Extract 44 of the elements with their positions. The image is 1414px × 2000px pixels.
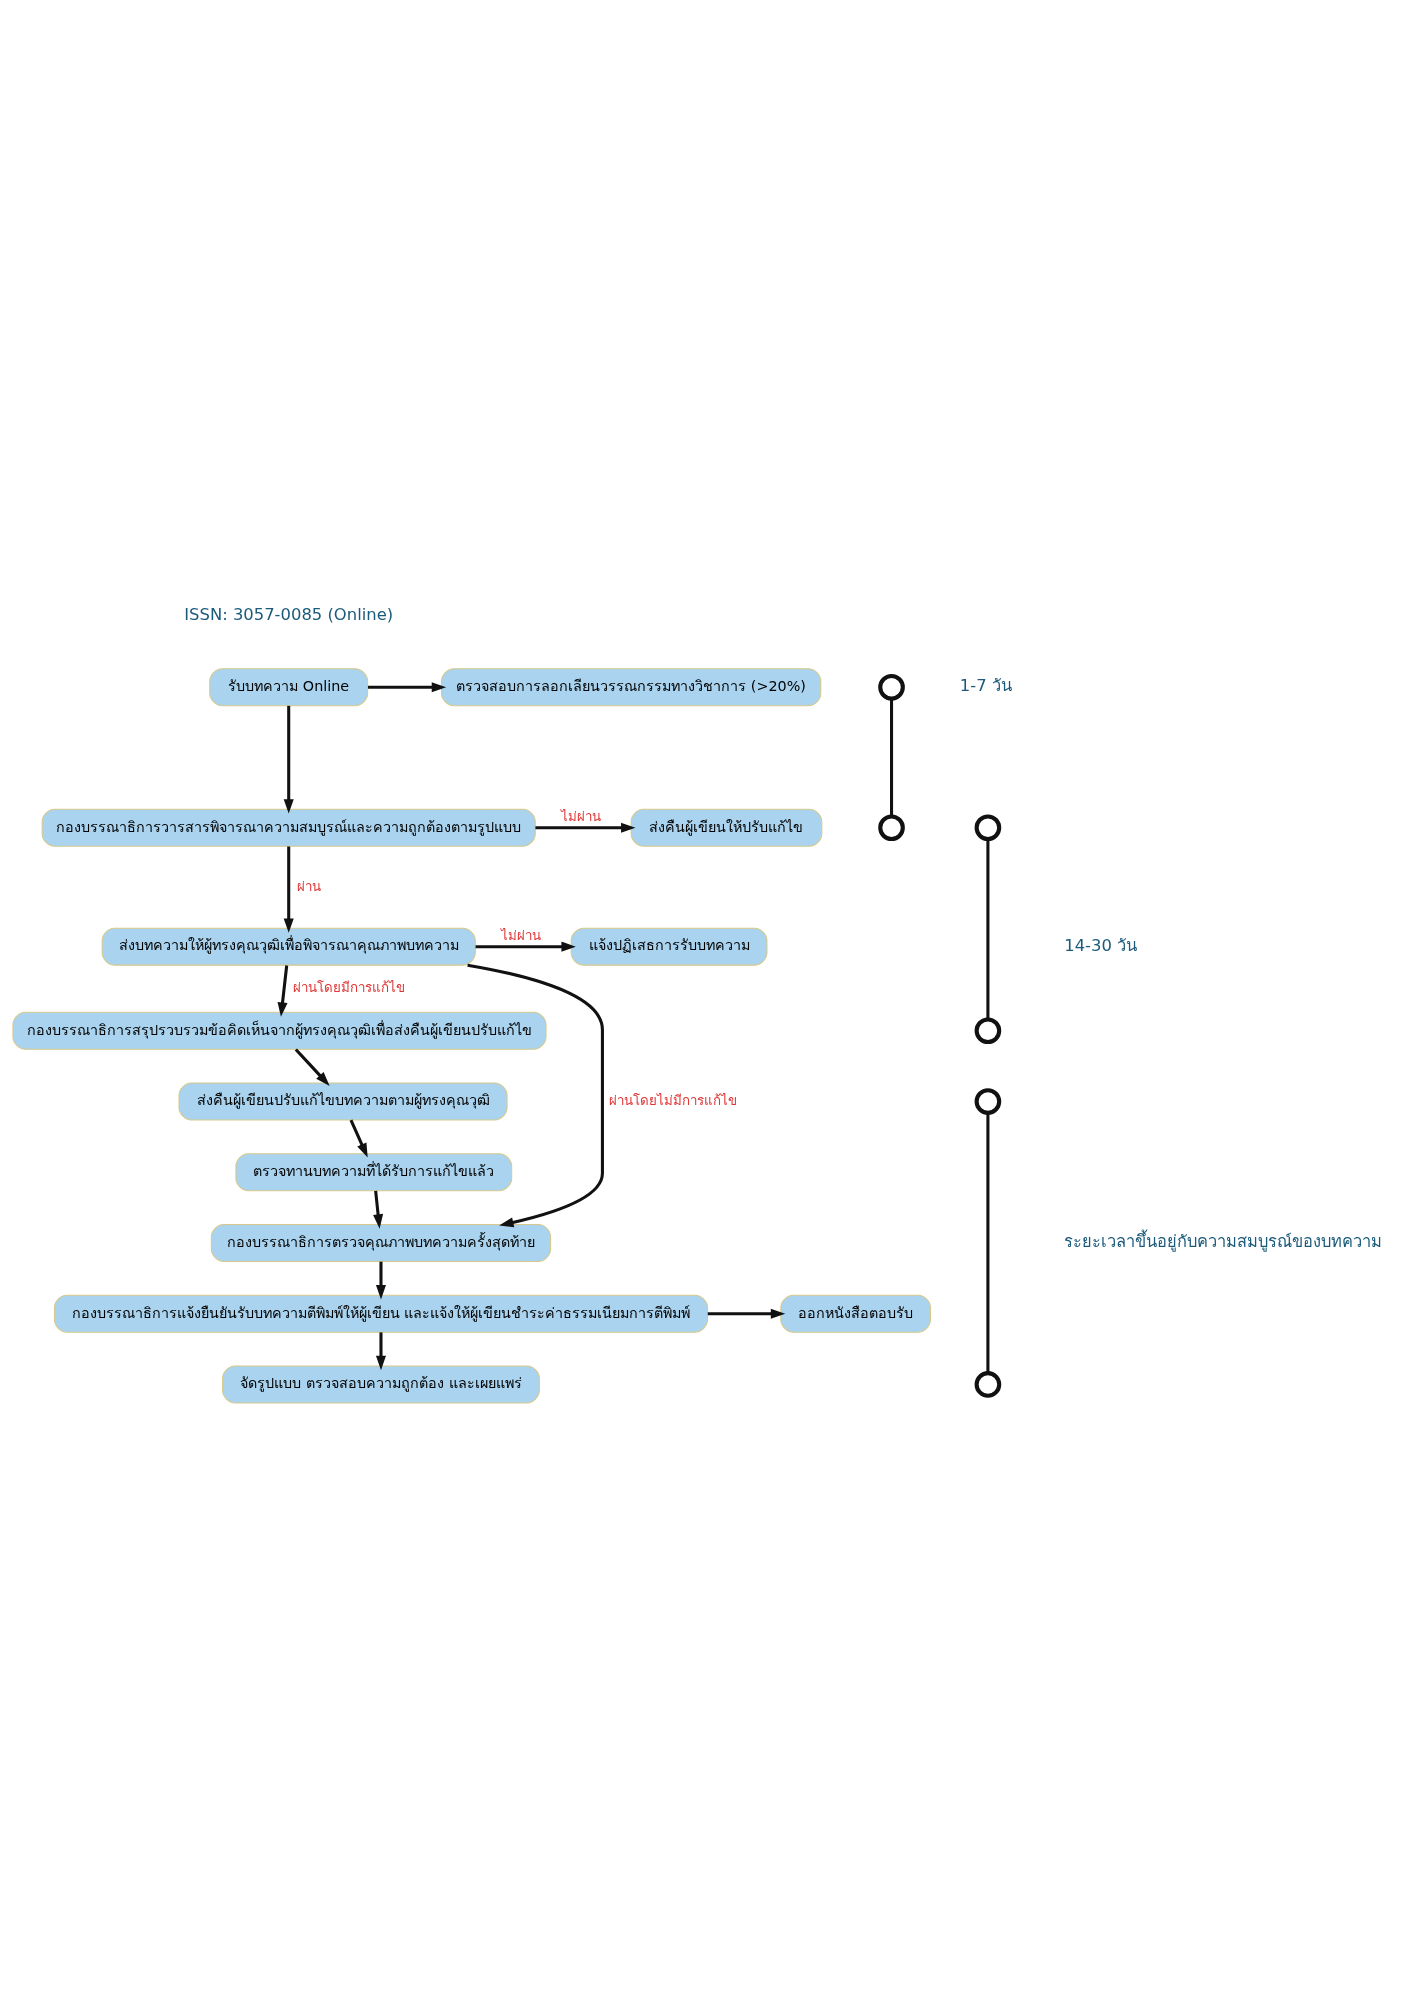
label: ระยะเวลาขึ้นอยู่กับความสมบูรณ์ของบทความ: [1063, 1231, 1382, 1251]
node-circle: [974, 1370, 1002, 1398]
node-circle: [974, 1087, 1002, 1115]
arrow: [283, 846, 294, 933]
arrow: [375, 1261, 387, 1299]
node-box: กองบรรณาธิการแจ้งยืนยันรับบทความตีพิมพ์ให้ผู้เขียน และแจ้งให้ผู้เขียนชำระค่าธรรมเนียมการตีพิมพ์: [53, 1294, 709, 1333]
arrow: [707, 1308, 786, 1319]
node-box: ตรวจสอบการลอกเลียนวรรณกรรมทางวิชาการ (>20%): [440, 667, 822, 706]
node-box: รับบทความ Online: [209, 667, 369, 706]
node-circle: [878, 813, 905, 841]
node-circle: [974, 1016, 1002, 1044]
edge-label: ผ่าน: [296, 878, 321, 894]
arrow: [373, 1190, 384, 1229]
arrow: [535, 822, 636, 833]
arrow: [375, 1331, 387, 1370]
node-circle: [974, 813, 1002, 841]
connector: [986, 1112, 990, 1373]
edge-label: ไม่ผ่าน: [561, 808, 602, 824]
node-box: จัดรูปแบบ ตรวจสอบความถูกต้อง และเผยแพร่: [222, 1364, 540, 1403]
arrow: [367, 681, 447, 692]
arrow: [467, 963, 604, 1227]
arrow: [283, 705, 294, 814]
edge-label: ไม่ผ่าน: [501, 927, 542, 943]
node-box: ส่งบทความให้ผู้ทรงคุณวุฒิเพื่อพิจารณาคุณภาพบทความ: [101, 927, 476, 966]
node-box: แจ้งปฏิเสธการรับบทความ: [570, 927, 768, 966]
node-circle: [878, 673, 905, 701]
node-box: กองบรรณาธิการตรวจคุณภาพบทความครั้งสุดท้าย: [210, 1223, 552, 1262]
connector: [986, 838, 990, 1019]
arrow: [349, 1119, 368, 1158]
label: 1-7 วัน: [959, 675, 1012, 695]
label: 14-30 วัน: [1064, 935, 1138, 955]
node-box: กองบรรณาธิการวารสารพิจารณาความสมบูรณ์และความถูกต้องตามรูปแบบ: [41, 808, 536, 847]
edge-label: ผ่านโดยมีการแก้ไข: [292, 979, 405, 995]
arrow: [277, 964, 289, 1017]
node-box: ส่งคืนผู้เขียนปรับแก้ไขบทความตามผู้ทรงคุณวุฒิ: [178, 1082, 508, 1120]
node-box: กองบรรณาธิการสรุปรวบรวมข้อคิดเห็นจากผู้ทรงคุณวุฒิเพื่อส่งคืนผู้เขียนปรับแก้ไข: [12, 1011, 547, 1050]
node-box: ส่งคืนผู้เขียนให้ปรับแก้ไข: [630, 808, 823, 847]
connector: [890, 698, 894, 816]
arrow: [475, 941, 576, 952]
arrow: [294, 1047, 330, 1086]
node-box: ออกหนังสือตอบรับ: [780, 1294, 931, 1333]
node-box: ตรวจทานบทความที่ได้รับการแก้ไขแล้ว: [235, 1152, 513, 1191]
edge-label: ผ่านโดยไม่มีการแก้ไข: [609, 1092, 738, 1108]
label: ISSN: 3057-0085 (Online): [184, 604, 394, 624]
